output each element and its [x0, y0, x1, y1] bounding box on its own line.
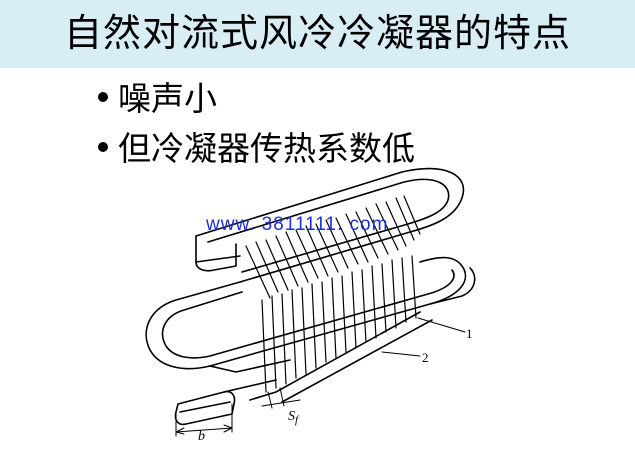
leader-line-1 — [417, 317, 466, 333]
leader-line-2 — [381, 351, 421, 357]
bullet-item: 但冷凝器传热系数低 — [98, 124, 415, 174]
condenser-diagram: 1 2 Sf b — [145, 167, 476, 444]
inlet-stub — [195, 235, 237, 272]
pitch-dimension — [261, 387, 301, 409]
tube-top-inner — [207, 178, 450, 273]
width-label: b — [198, 429, 205, 444]
tube-middle-inner — [161, 269, 455, 359]
tube-bottom-outer — [209, 359, 291, 373]
tube-bottom-pass — [249, 311, 421, 401]
bullet-list: 噪声小 但冷凝器传热系数低 — [98, 74, 415, 174]
outlet-stub — [174, 390, 236, 426]
bullet-text: 但冷凝器传热系数低 — [118, 129, 415, 168]
part-label-1: 1 — [466, 326, 473, 341]
fins-upper — [245, 195, 421, 299]
bullet-dot-icon — [98, 91, 108, 102]
pitch-label: Sf — [288, 409, 300, 426]
bullet-dot-icon — [98, 141, 108, 152]
title-bar — [0, 0, 635, 68]
bullet-text: 噪声小 — [118, 79, 217, 118]
fins-lower — [261, 255, 417, 393]
watermark-text: www. 3811111. com — [206, 214, 389, 235]
bullet-item: 噪声小 — [98, 74, 415, 124]
pitch-subscript: f — [295, 414, 300, 426]
pitch-symbol: S — [288, 409, 295, 424]
part-label-2: 2 — [422, 350, 429, 365]
slide-title: 自然对流式风冷冷凝器的特点 — [63, 11, 571, 55]
tube-top-outer — [195, 167, 465, 283]
